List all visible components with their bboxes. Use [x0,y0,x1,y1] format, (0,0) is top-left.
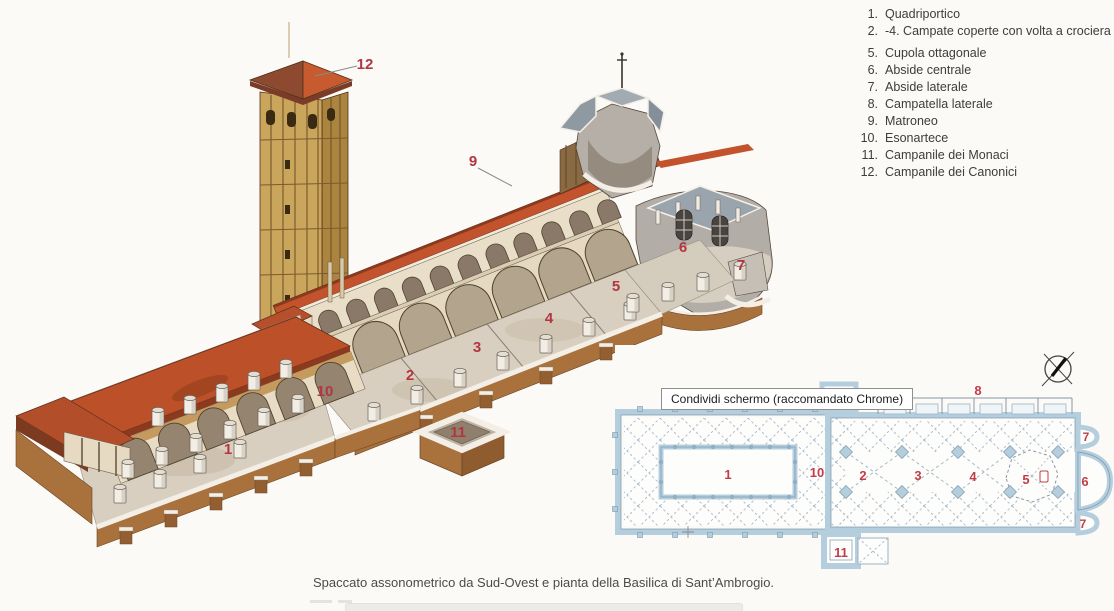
bottom-cutoff-mark [338,600,352,603]
plan-label-4: 4 [969,469,977,484]
plan-tower-monaci [821,531,889,569]
axonometric-cutaway: 12 9 5 6 7 4 3 2 10 1 11 [15,22,773,548]
bottom-cutoff-bar [345,603,743,611]
plan-label-10: 10 [810,465,824,480]
plan-label-11: 11 [834,545,848,560]
apse-windows [675,209,729,247]
octagon-crossing [1005,449,1059,503]
legend-item-8: 8. Campatella laterale [852,96,1114,113]
legend-number: 11. [861,148,878,162]
axon-label-2: 2 [406,367,414,384]
legend-item-11: 11. Campanile dei Monaci [852,147,1114,164]
legend-number: 9. [867,114,878,128]
legend-number: 1. [867,7,878,21]
plan-label-7-bottom: 7 [1080,517,1087,531]
tower-monaci-stub [412,411,512,477]
compass-rose [1041,351,1075,387]
axon-label-10: 10 [317,383,334,400]
legend-label: Esonartece [885,131,949,145]
plan-label-5: 5 [1022,472,1029,487]
legend-item-10: 10. Esonartece [852,130,1114,147]
legend-item-9: 9. Matroneo [852,113,1114,130]
octagonal-dome [558,52,665,199]
legend-label: Abside laterale [885,80,968,94]
nave-vault-diagonals [845,451,1011,493]
legend-item-2: 2. -4. Campate coperte con volta a croci… [852,23,1114,40]
axon-label-3: 3 [473,339,481,356]
legend-label: Campanile dei Canonici [885,165,1018,179]
axon-label-5: 5 [612,278,620,295]
axon-leader-lines [314,65,513,187]
bottom-cutoff-mark [310,600,332,603]
axon-label-4: 4 [545,310,554,327]
legend-label: Campatella laterale [885,97,993,111]
legend-number: 6. [867,63,878,77]
plan-label-1: 1 [724,467,731,482]
axon-labels: 12 9 5 6 7 4 3 2 10 1 11 [224,56,745,458]
legend-item-5: 5. Cupola ottagonale [852,45,1114,62]
legend-item-7: 7. Abside laterale [852,79,1114,96]
legend-label: -4. Campate coperte con volta a crociera [885,24,1111,38]
legend-label: Abside centrale [885,63,972,77]
plan-label-8: 8 [974,383,981,398]
plan-label-7-top: 7 [1083,430,1090,444]
apse-gallery-roof-strip [655,144,754,168]
screen-share-tooltip: Condividi schermo (raccomandato Chrome) [661,388,914,410]
legend-number: 10. [860,131,878,145]
atrium-quadriportico [15,314,421,548]
axon-label-11: 11 [450,424,466,441]
legend-number: 12. [860,165,878,179]
figure-caption: Spaccato assonometrico da Sud-Ovest e pi… [313,575,775,590]
legend-label: Quadriportico [885,7,961,21]
axon-label-7: 7 [737,257,745,274]
floor-plan: 1 10 2 3 4 5 6 7 7 8 11 [612,345,1114,570]
legend-item-12: 12. Campanile dei Canonici [852,164,1114,181]
legend-item-6: 6. Abside centrale [852,62,1114,79]
axon-label-1: 1 [224,441,232,458]
plan-cross-mark [682,526,694,538]
plan-labels: 1 10 2 3 4 5 6 7 7 8 11 [724,383,1089,560]
plan-label-6: 6 [1081,474,1088,489]
legend-label: Campanile dei Monaci [885,148,1009,162]
axon-label-9: 9 [469,153,477,170]
legend-label: Cupola ottagonale [885,46,987,60]
legend-label: Matroneo [885,114,938,128]
plan-label-2: 2 [859,468,866,483]
axon-label-6: 6 [679,239,687,256]
legend-number: 8. [867,97,878,111]
axon-label-12: 12 [357,56,374,73]
legend-item-1: 1. Quadriportico [852,6,1114,23]
legend: 1. Quadriportico 2. -4. Campate coperte … [852,6,1114,181]
plan-label-3: 3 [914,468,921,483]
legend-number: 7. [867,80,878,94]
legend-number: 5. [867,46,878,60]
plan-apses [1075,424,1114,536]
legend-number: 2. [867,24,878,38]
